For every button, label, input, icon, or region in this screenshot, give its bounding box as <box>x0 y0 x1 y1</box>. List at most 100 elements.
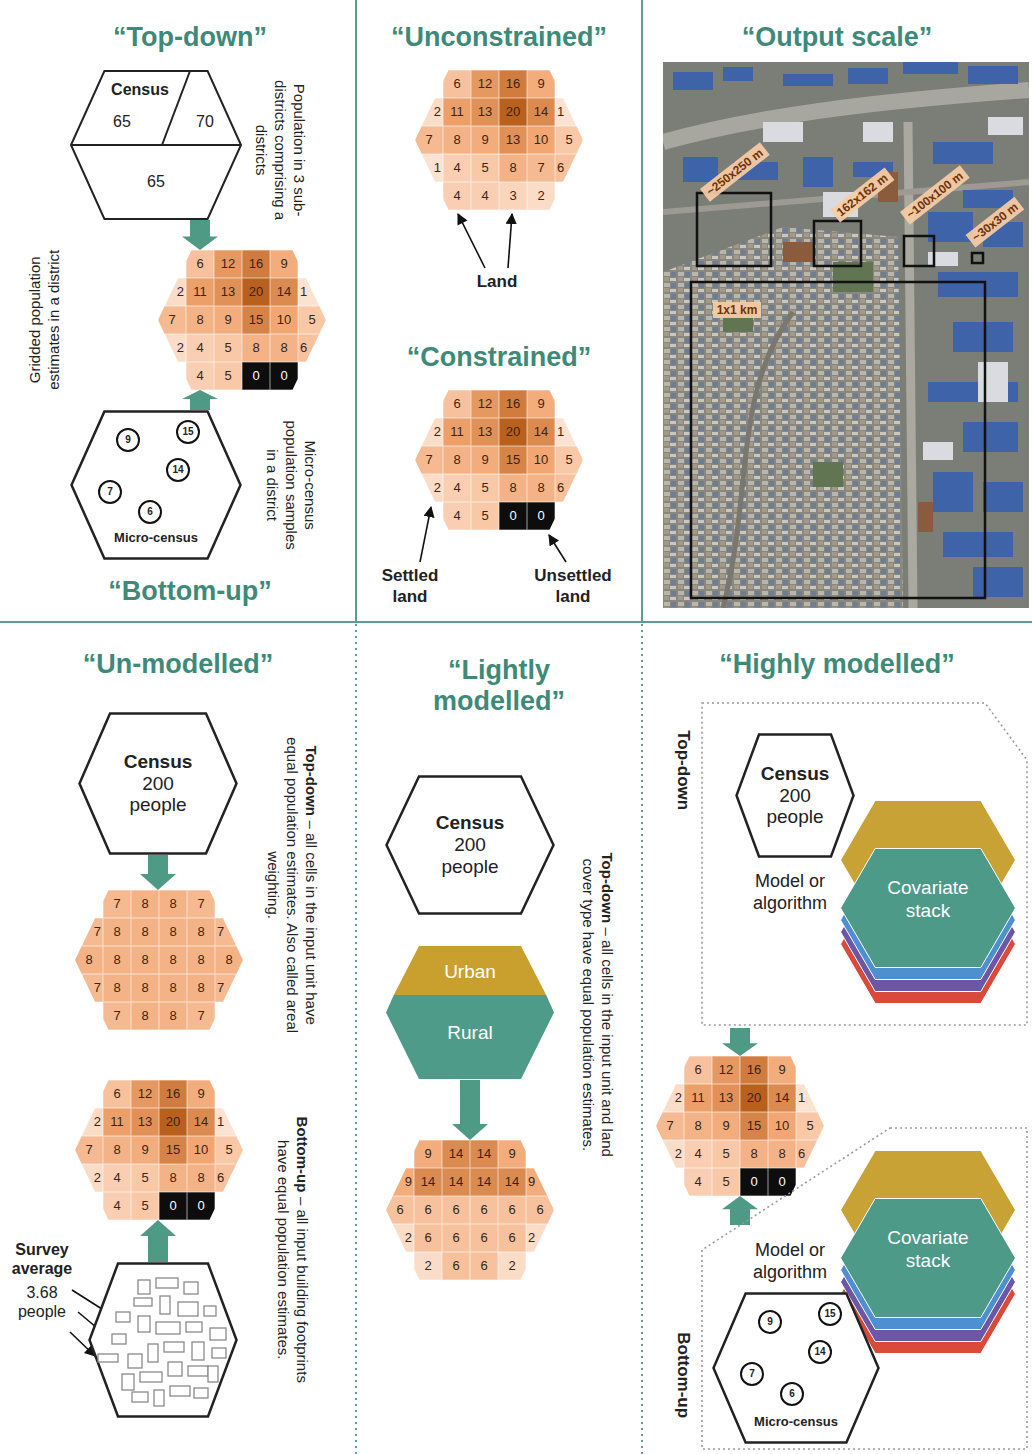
image-detail <box>723 262 873 487</box>
cell-value: 6 <box>388 1202 412 1218</box>
leader-lines <box>70 214 566 1356</box>
cell-value: 14 <box>189 1114 213 1130</box>
image-detail <box>983 482 1023 512</box>
cell-value: 4 <box>473 188 497 204</box>
band-label: Urban <box>410 961 530 984</box>
sample-value: 14 <box>814 1347 825 1357</box>
cell-value: 0 <box>272 368 296 384</box>
panel-heading: “Output scale” <box>667 22 1007 53</box>
cell-value: 4 <box>686 1174 710 1190</box>
panel-heading: “Constrained” <box>359 342 639 373</box>
cell-value: 6 <box>798 1146 822 1162</box>
cell-value: 1 <box>557 424 581 440</box>
cell-value: 5 <box>133 1170 157 1186</box>
census-hexagon: Census200 people <box>735 733 855 858</box>
cell-value: 7 <box>417 452 441 468</box>
cell-value: 8 <box>686 1118 710 1134</box>
hexagon-outline <box>714 1294 879 1443</box>
cell-value: 5 <box>300 312 324 328</box>
sample-value: 7 <box>749 1369 755 1379</box>
cell-value: 0 <box>501 508 525 524</box>
cell-value: 1 <box>557 104 581 120</box>
cell-value: 7 <box>658 1118 682 1134</box>
model-group: Top-downModel or algorithmCensus200 peop… <box>700 700 1030 1028</box>
cell-value: 14 <box>444 1174 468 1190</box>
panel-heading: “Top-down” <box>30 22 350 53</box>
cell-value: 8 <box>217 952 241 968</box>
cell-value: 5 <box>473 508 497 524</box>
cell-value: 5 <box>216 368 240 384</box>
sample-circle: 15 <box>818 1302 842 1326</box>
cell-value: 6 <box>188 256 212 272</box>
cell-value: 4 <box>188 340 212 356</box>
cell-value: 8 <box>742 1146 766 1162</box>
cell-value: 8 <box>188 312 212 328</box>
building-footprint <box>178 1302 198 1316</box>
cell-value: 8 <box>189 980 213 996</box>
cell-value: 9 <box>528 1174 552 1190</box>
cell-value: 6 <box>472 1202 496 1218</box>
grid-hexagon: 78877888878888887888877887 <box>75 890 243 1030</box>
image-detail <box>783 172 933 532</box>
cell-value: 8 <box>133 896 157 912</box>
sample-circle: 6 <box>138 500 162 524</box>
micro-census-hexagon: Micro-census9151476 <box>70 410 242 560</box>
cell-value: 0 <box>244 368 268 384</box>
approach-label: Top-down <box>673 720 693 820</box>
cell-value: 14 <box>770 1090 794 1106</box>
cell-value: 9 <box>473 132 497 148</box>
grid-cells <box>656 1056 824 1196</box>
sample-value: 14 <box>172 465 183 475</box>
sample-value: 7 <box>107 487 113 497</box>
image-detail <box>508 214 512 268</box>
image-detail <box>723 312 793 608</box>
model-label: Model or algorithm <box>740 871 840 914</box>
cell-value: 8 <box>272 340 296 356</box>
cell-value: 7 <box>529 160 553 176</box>
cell-value: 2 <box>500 1258 524 1274</box>
building-footprint <box>148 1344 158 1362</box>
sample-circle: 9 <box>758 1310 782 1334</box>
image-detail <box>814 221 861 266</box>
cell-value: 0 <box>742 1174 766 1190</box>
cell-value: 1 <box>798 1090 822 1106</box>
satellite-image <box>663 62 1029 608</box>
population-count: 65 <box>139 172 173 191</box>
cell-value: 11 <box>188 284 212 300</box>
panel-heading: “Unconstrained” <box>359 22 639 53</box>
cell-value: 1 <box>417 160 441 176</box>
cell-value: 6 <box>444 1258 468 1274</box>
image-detail <box>783 74 833 86</box>
micro-census-label: Micro-census <box>101 530 211 546</box>
cell-value: 14 <box>444 1146 468 1162</box>
cell-value: 8 <box>189 952 213 968</box>
building-footprint <box>134 1298 152 1306</box>
annotation-block: Top-down– all cells in the input unit ha… <box>264 730 320 1040</box>
text-stack: Census200 people <box>735 733 855 858</box>
band-label: Rural <box>410 1022 530 1045</box>
cell-value: 8 <box>161 1170 185 1186</box>
cell-value: 7 <box>417 132 441 148</box>
sample-circle: 7 <box>740 1362 764 1386</box>
cell-value: 0 <box>161 1198 185 1214</box>
panel-heading: “Bottom-up” <box>30 576 350 607</box>
micro-census-label: Micro-census <box>741 1414 851 1430</box>
scale-label: ~30x30 m <box>965 196 1024 247</box>
block-arrow <box>140 855 176 890</box>
cell-value: 2 <box>417 480 441 496</box>
image-detail <box>783 242 813 262</box>
cell-value: 12 <box>473 396 497 412</box>
grid-cells <box>158 250 326 390</box>
cell-value: 14 <box>529 104 553 120</box>
cell-value: 6 <box>300 340 324 356</box>
cell-value: 4 <box>686 1146 710 1162</box>
cell-value: 4 <box>445 508 469 524</box>
cell-value: 13 <box>473 104 497 120</box>
cell-value: 8 <box>161 896 185 912</box>
building-footprint <box>98 1354 118 1362</box>
grid-hexagon: 6121692111320141789151052458864500 <box>75 1080 243 1220</box>
cell-value: 4 <box>188 368 212 384</box>
cell-value: 5 <box>133 1198 157 1214</box>
cell-value: 20 <box>742 1090 766 1106</box>
cell-value: 15 <box>244 312 268 328</box>
